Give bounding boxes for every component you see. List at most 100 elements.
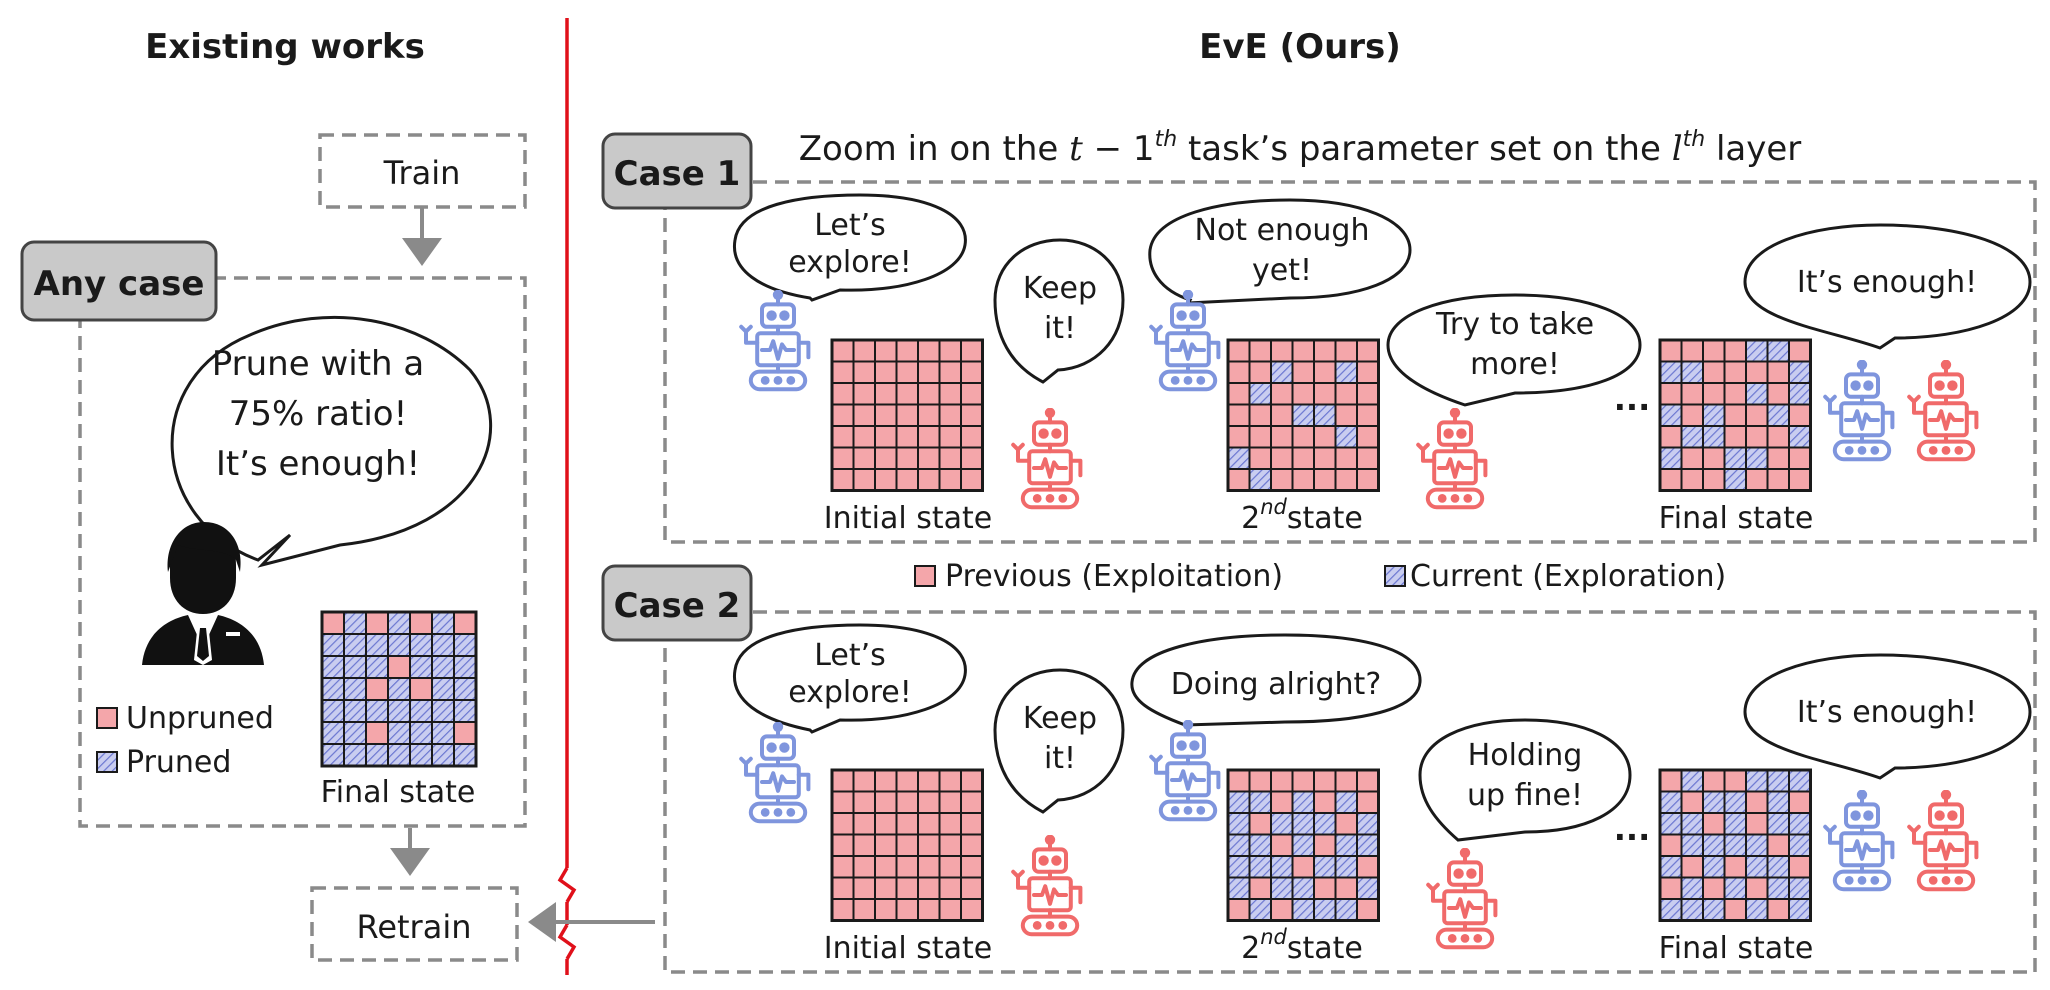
grid-cell xyxy=(1291,403,1315,427)
grid-cell xyxy=(917,468,941,492)
grid-cell xyxy=(1227,876,1251,900)
grid-cell xyxy=(917,898,941,922)
grid-cell xyxy=(1227,769,1251,793)
case2-final-grid xyxy=(1658,768,1812,922)
grid-cell xyxy=(365,743,389,767)
grid-cell xyxy=(1659,468,1683,492)
grid-cell xyxy=(874,812,898,836)
grid-frame xyxy=(1226,338,1380,492)
grid-cell xyxy=(321,699,345,723)
grid-cell xyxy=(1766,812,1790,836)
grid-cell xyxy=(1270,339,1294,363)
grid-cell xyxy=(852,360,876,384)
grid-cell xyxy=(852,339,876,363)
grid-cell xyxy=(1723,833,1747,857)
case1-mid-top-bubble xyxy=(1148,198,1412,305)
grid-cell xyxy=(1270,812,1294,836)
grid-cell xyxy=(1313,446,1337,470)
grid-cell xyxy=(453,633,477,657)
grid-cell xyxy=(1745,898,1769,922)
grid-cell xyxy=(1766,382,1790,406)
grid-cell xyxy=(1766,769,1790,793)
case2-mid-top-bubble xyxy=(1130,633,1422,727)
train-box xyxy=(318,133,527,209)
grid-cell xyxy=(1334,790,1358,814)
grid-cell xyxy=(917,790,941,814)
grid-cell xyxy=(1313,876,1337,900)
grid-cell xyxy=(1291,898,1315,922)
grid-cell xyxy=(1313,833,1337,857)
grid-cell xyxy=(1248,876,1272,900)
grid-cell xyxy=(1270,425,1294,449)
grid-cell xyxy=(1723,769,1747,793)
case2-ellipsis: ... xyxy=(1614,810,1650,848)
grid-cell xyxy=(1356,898,1380,922)
grid-cell xyxy=(874,790,898,814)
grid-cell xyxy=(1745,339,1769,363)
grid-cell xyxy=(1723,382,1747,406)
grid-cell xyxy=(1356,876,1380,900)
grid-cell xyxy=(321,611,345,635)
grid-frame xyxy=(830,338,984,492)
grid-cell xyxy=(1680,833,1704,857)
grid-cell xyxy=(917,382,941,406)
grid-cell xyxy=(960,360,984,384)
grid-cell xyxy=(365,611,389,635)
grid-cell xyxy=(409,721,433,745)
grid-cell xyxy=(387,633,411,657)
grid-cell xyxy=(1766,833,1790,857)
grid-cell xyxy=(1313,382,1337,406)
grid-cell xyxy=(1680,876,1704,900)
case2-tag: Case 2 xyxy=(601,564,753,642)
grid-cell xyxy=(831,339,855,363)
grid-cell xyxy=(1745,468,1769,492)
grid-cell xyxy=(1270,855,1294,879)
grid-cell xyxy=(1788,833,1812,857)
grid-cell xyxy=(431,611,455,635)
case2-robot-blue-3 xyxy=(1823,790,1895,892)
grid-cell xyxy=(895,382,919,406)
grid-cell xyxy=(387,611,411,635)
grid-cell xyxy=(1723,446,1747,470)
grid-cell xyxy=(1702,360,1726,384)
case2-robot-red-1 xyxy=(1011,835,1083,937)
grid-cell xyxy=(1680,339,1704,363)
grid-cell xyxy=(1248,360,1272,384)
grid-cell xyxy=(321,655,345,679)
case1-final-grid xyxy=(1658,338,1812,492)
grid-frame xyxy=(1658,768,1812,922)
grid-cell xyxy=(1745,812,1769,836)
grid-cell xyxy=(831,468,855,492)
grid-cell xyxy=(387,655,411,679)
grid-cell xyxy=(1248,468,1272,492)
grid-cell xyxy=(1356,769,1380,793)
grid-cell xyxy=(874,425,898,449)
grid-cell xyxy=(1702,833,1726,857)
legend-unpruned-swatch xyxy=(96,707,118,729)
grid-cell xyxy=(1291,790,1315,814)
grid-cell xyxy=(831,876,855,900)
grid-cell xyxy=(1248,790,1272,814)
case2-mid-top-text: Doing alright? xyxy=(1171,667,1382,702)
grid-cell xyxy=(1248,812,1272,836)
case1-initial-label: Initial state xyxy=(824,501,993,536)
grid-cell xyxy=(852,468,876,492)
grid-cell xyxy=(1227,360,1251,384)
grid-cell xyxy=(1313,360,1337,384)
grid-cell xyxy=(1334,855,1358,879)
grid-cell xyxy=(321,743,345,767)
grid-cell xyxy=(917,769,941,793)
grid-cell xyxy=(852,425,876,449)
grid-frame xyxy=(830,768,984,922)
grid-cell xyxy=(1788,360,1812,384)
grid-cell xyxy=(831,769,855,793)
grid-cell xyxy=(1291,382,1315,406)
grid-cell xyxy=(960,339,984,363)
grid-cell xyxy=(1227,812,1251,836)
section-divider xyxy=(557,18,577,975)
case1-mid-top-line2: yet! xyxy=(1252,253,1312,288)
case2-explore-bubble xyxy=(732,623,967,734)
grid-cell xyxy=(343,677,367,701)
grid-frame xyxy=(320,610,478,768)
grid-cell xyxy=(453,655,477,679)
